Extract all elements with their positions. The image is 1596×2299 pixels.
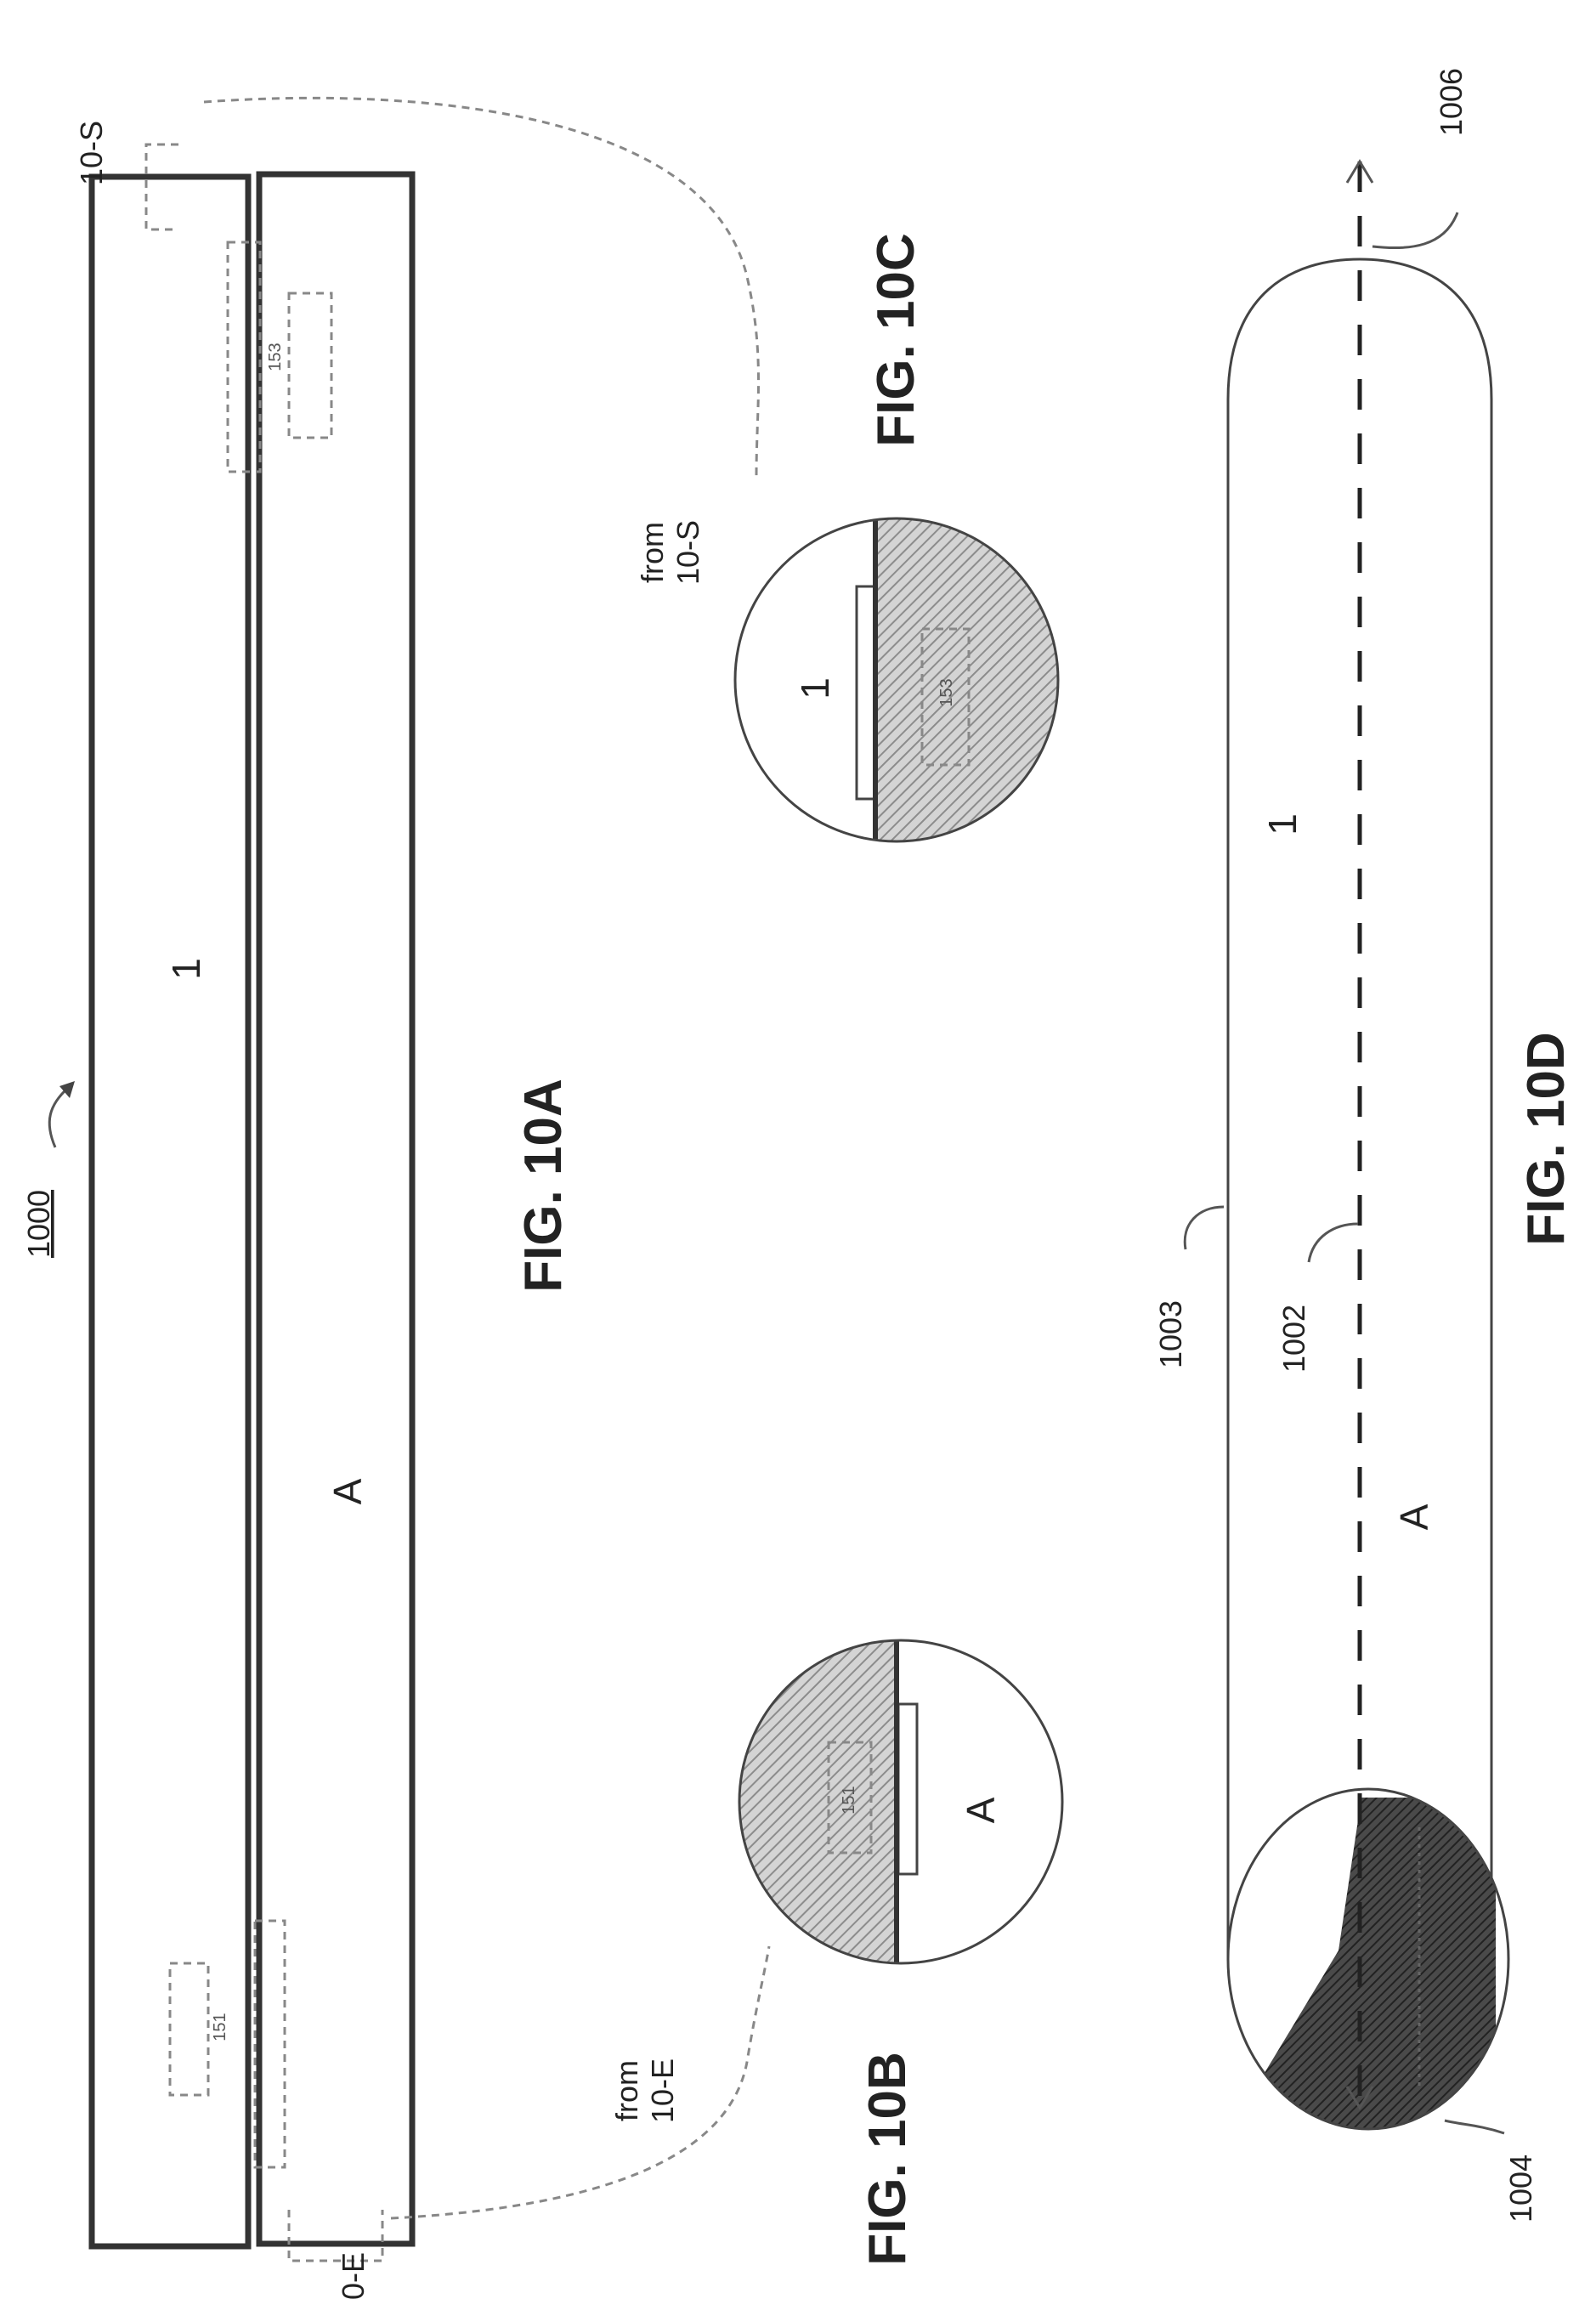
fig-10a-region-a-label: A [325, 1478, 370, 1504]
fig-10d-ref-end-right-leader [1372, 212, 1457, 248]
fig-10d-ref-cylinder: 1003 [1153, 1300, 1188, 1368]
fig-10b-group: 151 A from 10-E FIG. 10B [609, 1632, 1075, 2266]
fig-10d-ref-end-left: 1004 [1503, 2155, 1538, 2223]
fig-10c-group: 153 1 from 10-S FIG. 10C [635, 233, 1071, 850]
fig-10a-feature-upper-inner [289, 293, 331, 438]
fig-10c-hatched-half [875, 510, 1071, 850]
fig-10b-small-label: 151 [840, 1786, 858, 1814]
fig-10d-group: 1 A 1003 1002 1006 1004 FIG. 10D [1153, 68, 1576, 2223]
fig-10a-group: 1 A 153 151 10-S 10-E FIG. 10A [74, 121, 573, 2299]
leader-10s-to-10c [204, 98, 759, 476]
fig-10c-source-line2: 10-S [671, 520, 705, 585]
fig-10a-callout-start: 10-S [74, 121, 109, 185]
fig-10d-ref-end-left-leader [1445, 2121, 1504, 2133]
fig-10d-ref-cylinder-leader [1185, 1207, 1224, 1249]
fig-10c-region-1-label: 1 [793, 677, 837, 699]
fig-10b-source-line1: from [609, 2060, 644, 2121]
fig-10c-small-label: 153 [937, 678, 956, 706]
fig-10b-region-a-label: A [959, 1797, 1003, 1823]
fig-10a-callout-end: 10-E [336, 2252, 371, 2299]
figure-number-label: 1000 [21, 1190, 56, 1258]
fig-10d-region-a-label: A [1392, 1503, 1436, 1530]
fig-10a-feature-upper [228, 242, 260, 472]
fig-10a-small-label-upper: 153 [266, 343, 285, 371]
fig-10a-bracket-start [146, 144, 178, 229]
fig-10d-title: FIG. 10D [1517, 1032, 1576, 1246]
fig-10b-title: FIG. 10B [858, 2052, 917, 2266]
fig-10c-strip [857, 586, 875, 799]
fig-10b-strip [898, 1704, 917, 1874]
leader-10e-to-10b [391, 1946, 769, 2218]
figure-number-group: 1000 [21, 1081, 75, 1258]
fig-10d-ref-axis: 1002 [1276, 1305, 1311, 1373]
fig-10a-small-label-lower: 151 [211, 2013, 229, 2041]
fig-10a-strip-a [259, 174, 412, 2244]
fig-10d-ref-end-right: 1006 [1434, 68, 1469, 136]
fig-10b-source-line2: 10-E [645, 2058, 680, 2123]
fig-10a-strip-1 [92, 177, 248, 2246]
fig-10d-ref-axis-leader [1309, 1224, 1358, 1262]
fig-10a-feature-lower-inner [170, 1963, 208, 2095]
figure-number-arrow [49, 1088, 68, 1147]
fig-10d-region-1-label: 1 [1260, 813, 1305, 835]
fig-10a-title: FIG. 10A [514, 1079, 573, 1293]
fig-10a-region-1-label: 1 [164, 958, 208, 980]
fig-10c-title: FIG. 10C [867, 233, 925, 447]
fig-10c-source-line1: from [635, 522, 670, 583]
